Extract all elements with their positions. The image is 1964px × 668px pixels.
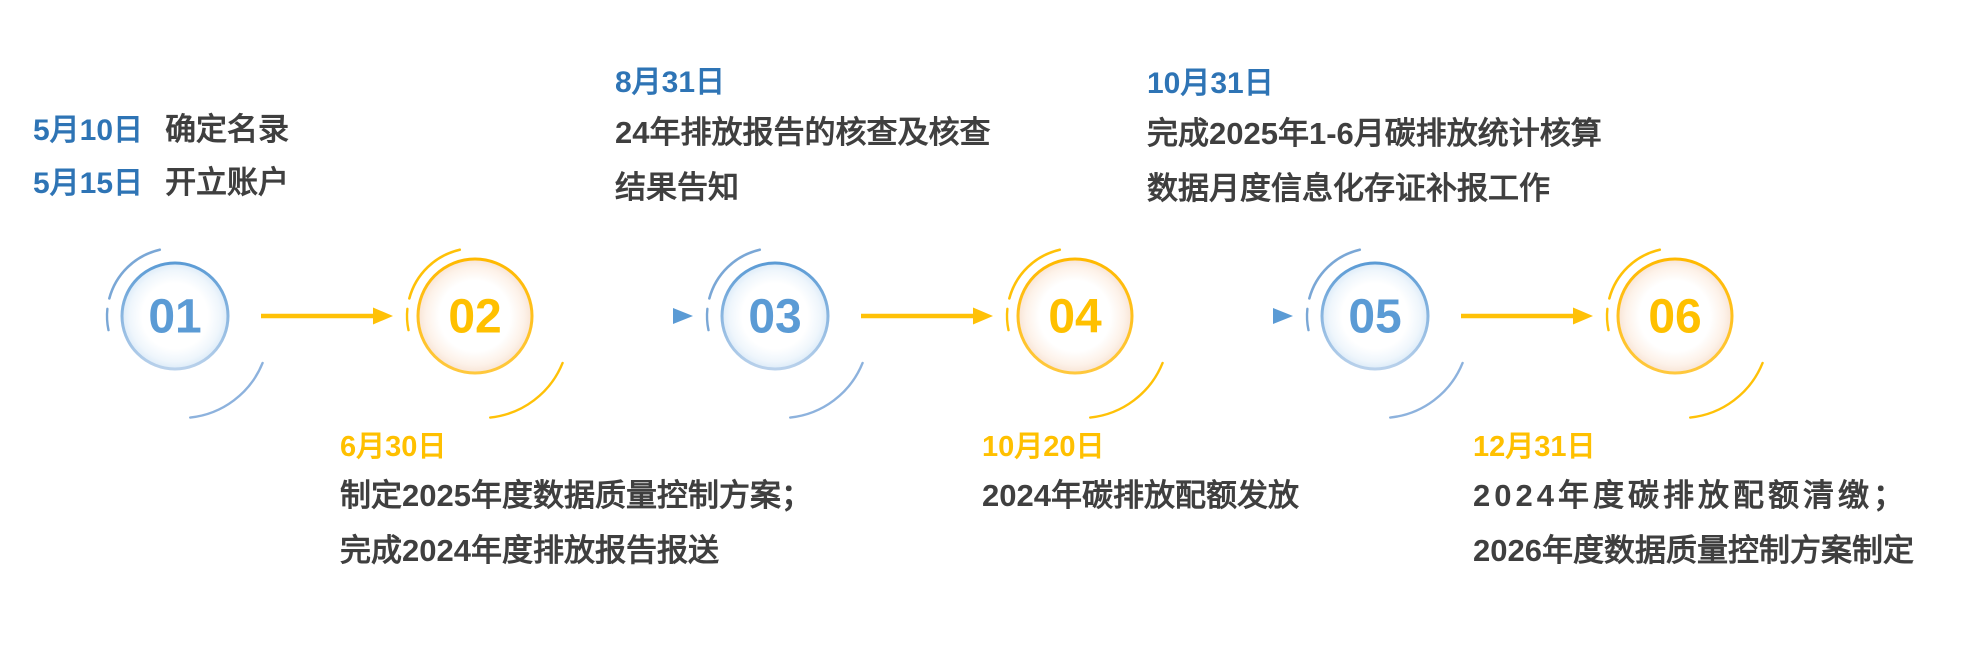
decorative-arc-lower-right (691, 240, 871, 420)
date-label: 10月20日 (982, 431, 1105, 463)
task-label: 确定名录 (165, 112, 290, 147)
annotation-step5: 10月31日 完成2025年1-6月碳排放统计核算 数据月度信息化存证补报工作 (1147, 62, 1602, 216)
node-circle (1616, 257, 1734, 375)
annotation-step6: 12月31日 2024年度碳排放配额清缴； 2026年度数据质量控制方案制定 (1473, 426, 1914, 578)
date-label: 12月31日 (1473, 431, 1596, 463)
annotation-step4: 10月20日 2024年碳排放配额发放 (982, 426, 1299, 523)
task-label: 结果告知 (615, 170, 739, 205)
date-label: 10月31日 (1147, 67, 1274, 100)
decorative-arc-left-short (1605, 246, 1745, 386)
annotation-line: 5月15日开立账户 (33, 156, 289, 209)
decorative-arc-upper-left (705, 246, 845, 386)
date-label: 5月15日 (33, 167, 144, 200)
annotation-line: 5月10日确定名录 (33, 103, 289, 156)
decorative-arc-left-short (105, 246, 245, 386)
timeline-node-5: 05 (1291, 240, 1471, 420)
arrow-head-icon (1273, 308, 1293, 324)
date-label: 5月10日 (33, 114, 144, 147)
decorative-arc-left-short (705, 246, 845, 386)
task-label: 2026年度数据质量控制方案制定 (1473, 533, 1914, 568)
node-number: 04 (1048, 291, 1102, 344)
task-label: 制定2025年度数据质量控制方案； (340, 478, 812, 513)
task-label: 完成2024年度排放报告报送 (340, 533, 719, 568)
timeline-node-4: 04 (991, 240, 1171, 420)
annotation-step3: 8月31日 24年排放报告的核查及核查 结果告知 (615, 61, 990, 215)
timeline-node-2: 02 (391, 240, 571, 420)
timeline-node-3: 03 (691, 240, 871, 420)
node-number: 06 (1648, 291, 1701, 344)
decorative-arc-lower-right (991, 240, 1171, 420)
decorative-arc-left-short (1305, 246, 1445, 386)
decorative-arc-lower-right (91, 240, 271, 420)
connector-arrow-yellow (261, 307, 393, 325)
node-circle (720, 261, 830, 371)
date-label: 8月31日 (615, 66, 726, 99)
decorative-arc-lower-right (391, 240, 571, 420)
decorative-arc-upper-left (405, 246, 545, 386)
node-circle (1016, 257, 1134, 375)
task-label: 2024年度碳排放配额清缴； (1473, 478, 1908, 513)
arrow-head-icon (673, 308, 693, 324)
arrow-head-icon (1573, 307, 1593, 325)
task-label: 24年排放报告的核查及核查 (615, 115, 991, 150)
arrow-head-icon (973, 307, 993, 325)
decorative-arc-upper-left (1305, 246, 1445, 386)
task-label: 开立账户 (165, 165, 290, 200)
decorative-arc-left-short (405, 246, 545, 386)
connector-arrow-yellow (861, 307, 993, 325)
decorative-arc-upper-left (1605, 246, 1745, 386)
connector-arrow-blue (561, 308, 693, 324)
node-number: 03 (748, 291, 801, 344)
decorative-arc-upper-left (105, 246, 245, 386)
decorative-arc-upper-left (1005, 246, 1145, 386)
connector-arrow-blue (1161, 308, 1293, 324)
node-circle (120, 261, 230, 371)
node-number: 05 (1348, 291, 1401, 344)
node-circle (416, 257, 534, 375)
connector-arrow-yellow (1461, 307, 1593, 325)
node-number: 01 (148, 291, 201, 344)
decorative-arc-lower-right (1291, 240, 1471, 420)
node-circle (1320, 261, 1430, 371)
node-number: 02 (448, 291, 501, 344)
decorative-arc-left-short (1005, 246, 1145, 386)
arrow-head-icon (373, 307, 393, 325)
date-label: 6月30日 (340, 431, 447, 463)
decorative-arc-lower-right (1591, 240, 1771, 420)
timeline-node-1: 01 (91, 240, 271, 420)
annotation-step1: 5月10日确定名录 5月15日开立账户 (33, 103, 289, 209)
annotation-step2: 6月30日 制定2025年度数据质量控制方案； 完成2024年度排放报告报送 (340, 426, 812, 578)
task-label: 完成2025年1-6月碳排放统计核算 (1147, 116, 1602, 151)
task-label: 数据月度信息化存证补报工作 (1147, 171, 1550, 206)
timeline-node-6: 06 (1591, 240, 1771, 420)
task-label: 2024年碳排放配额发放 (982, 478, 1299, 513)
